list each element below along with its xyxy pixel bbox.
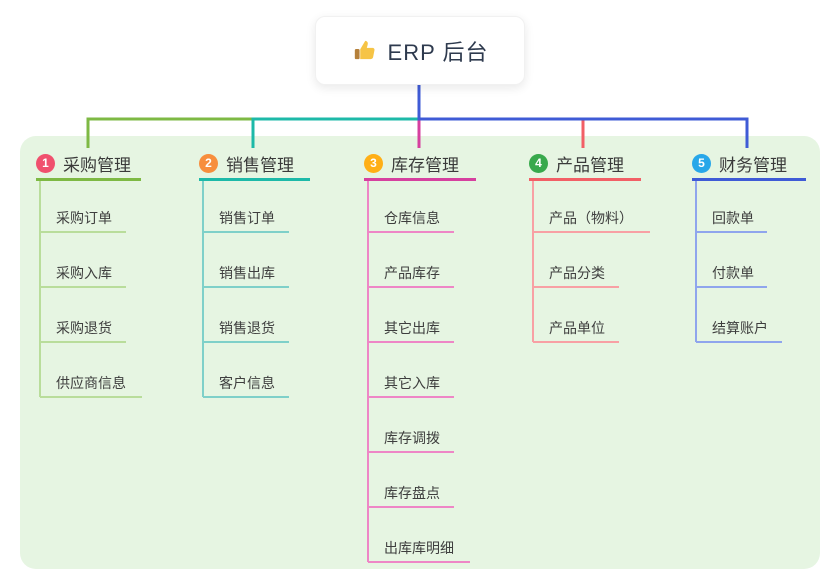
child-node[interactable]: 产品分类 xyxy=(549,265,605,281)
child-node[interactable]: 采购订单 xyxy=(56,210,112,226)
branch-number-badge: 2 xyxy=(199,153,218,173)
branch-node-2[interactable]: 2 销售管理 xyxy=(199,148,310,181)
branch-node-3[interactable]: 3 库存管理 xyxy=(364,148,476,181)
branch-number-badge: 3 xyxy=(364,153,383,173)
child-node[interactable]: 供应商信息 xyxy=(56,375,126,391)
thumbs-up-icon xyxy=(352,38,378,64)
child-node[interactable]: 其它出库 xyxy=(384,320,440,336)
branch-number-badge: 4 xyxy=(529,153,548,173)
child-node[interactable]: 产品库存 xyxy=(384,265,440,281)
child-node[interactable]: 采购退货 xyxy=(56,320,112,336)
child-node[interactable]: 仓库信息 xyxy=(384,210,440,226)
branch-label: 产品管理 xyxy=(556,155,624,175)
child-node[interactable]: 销售出库 xyxy=(219,265,275,281)
branch-node-5[interactable]: 5 财务管理 xyxy=(692,148,806,181)
child-node[interactable]: 客户信息 xyxy=(219,375,275,391)
branch-label: 销售管理 xyxy=(226,155,294,175)
child-node[interactable]: 产品（物料） xyxy=(549,210,633,226)
branch-node-1[interactable]: 1 采购管理 xyxy=(36,148,141,181)
child-node[interactable]: 销售订单 xyxy=(219,210,275,226)
child-node[interactable]: 库存盘点 xyxy=(384,485,440,501)
child-node[interactable]: 其它入库 xyxy=(384,375,440,391)
child-node[interactable]: 回款单 xyxy=(712,210,754,226)
root-node[interactable]: ERP 后台 xyxy=(315,16,525,85)
child-node[interactable]: 出库库明细 xyxy=(384,540,454,556)
child-node[interactable]: 采购入库 xyxy=(56,265,112,281)
branch-label: 采购管理 xyxy=(63,155,131,175)
branch-number-badge: 5 xyxy=(692,153,711,173)
branch-number-badge: 1 xyxy=(36,153,55,173)
root-label: ERP 后台 xyxy=(387,39,489,65)
child-node[interactable]: 产品单位 xyxy=(549,320,605,336)
branch-label: 库存管理 xyxy=(391,155,459,175)
branch-node-4[interactable]: 4 产品管理 xyxy=(529,148,641,181)
child-node[interactable]: 销售退货 xyxy=(219,320,275,336)
child-node[interactable]: 结算账户 xyxy=(712,320,768,336)
branch-label: 财务管理 xyxy=(719,155,787,175)
child-node[interactable]: 库存调拨 xyxy=(384,430,440,446)
branches-background-panel xyxy=(20,136,820,569)
child-node[interactable]: 付款单 xyxy=(712,265,754,281)
